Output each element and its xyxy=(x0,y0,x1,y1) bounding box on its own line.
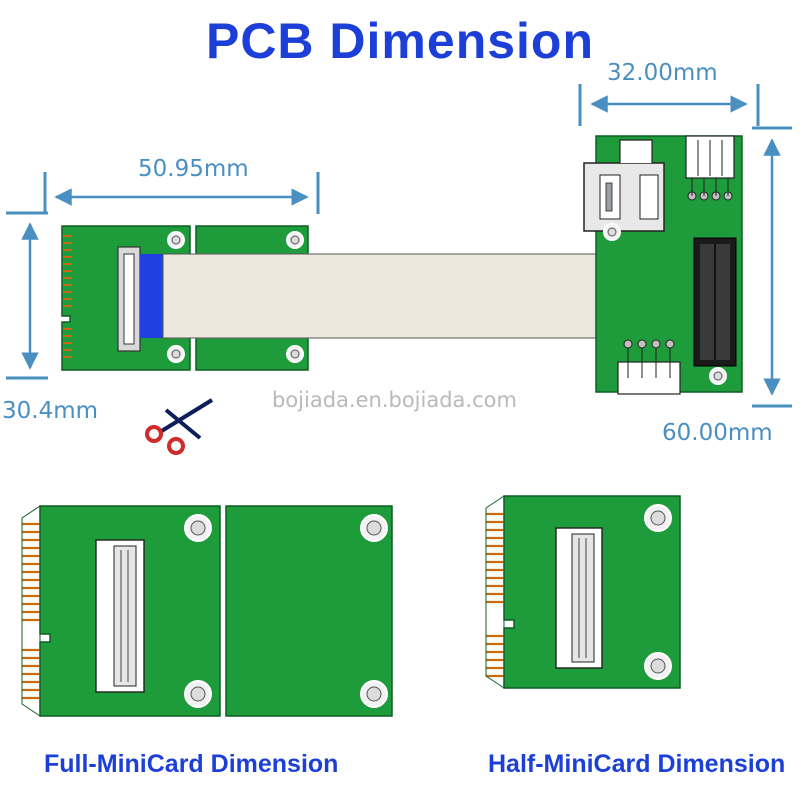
usb-board xyxy=(583,135,743,395)
caption-half-minicard: Half-MiniCard Dimension xyxy=(488,750,786,778)
dimension-lines xyxy=(6,84,792,408)
usb-port xyxy=(583,139,665,232)
dimension-width-top: 50.95mm xyxy=(138,156,249,182)
scissors-icon xyxy=(145,398,214,455)
pin-header-bottom xyxy=(617,339,681,395)
watermark: bojiada.en.bojiada.com xyxy=(272,388,517,412)
full-minicard xyxy=(21,505,393,717)
dimension-width-right: 32.00mm xyxy=(607,60,718,86)
page-title: PCB Dimension xyxy=(205,13,595,69)
caption-full-minicard: Full-MiniCard Dimension xyxy=(44,750,339,778)
dimension-height-left: 30.4mm xyxy=(2,398,99,424)
gold-fingers xyxy=(63,235,72,358)
box-header xyxy=(693,237,737,367)
half-minicard xyxy=(485,495,681,689)
fpc-cable xyxy=(140,253,599,339)
dimension-height-right: 60.00mm xyxy=(662,420,773,446)
pin-header-top xyxy=(685,135,735,201)
